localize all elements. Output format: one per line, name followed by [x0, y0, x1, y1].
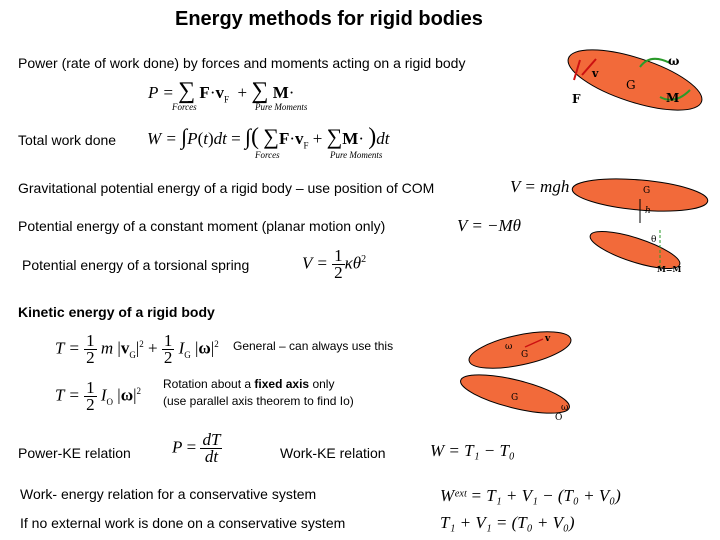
h-label: h [645, 206, 651, 216]
G-label: G [626, 78, 636, 92]
work-energy-cons-label: Work- energy relation for a conservative… [20, 486, 317, 502]
moment-body-figure: θ M=M [589, 230, 682, 274]
F-label: F [572, 92, 581, 106]
force-arrow [573, 59, 581, 81]
grav-pe-description: Gravitational potential energy of a rigi… [18, 180, 435, 196]
torsion-lhs: V = [302, 253, 328, 273]
work-ke-label: Work-KE relation [280, 445, 386, 461]
fixed-omega-label: ω [561, 403, 568, 413]
work-lhs: W = [147, 129, 177, 148]
fixed-O-label: O [555, 413, 562, 423]
moment-pe-description: Potential energy of a constant moment (p… [18, 218, 386, 234]
work-forces-subscript: Forces [255, 150, 280, 160]
power-equation: P = ∑ F·vF + ∑ M· [148, 78, 295, 105]
ke-general-figure: v ω G [468, 331, 572, 369]
vF-label: v [591, 67, 599, 80]
ke-omega-label: ω [505, 342, 512, 352]
torsion-pe-description: Potential energy of a torsional spring [22, 257, 250, 273]
work-pure-moments-subscript: Pure Moments [330, 150, 383, 160]
omega-label: ω [668, 54, 679, 68]
work-energy-cons-equation: Wᵉˣᵗ = T₁ + V₁ − (T₀ + V₀) [440, 486, 621, 505]
power-ke-label-text: Power-KE relation [18, 445, 131, 461]
M-label: M [666, 91, 679, 105]
ke-fixed-note-2: (use parallel axis theorem to find Io) [163, 394, 354, 408]
ke-fixed-figure: G ω O [460, 374, 570, 423]
total-work-description: Total work done [18, 132, 117, 148]
moment-arrow [659, 89, 691, 101]
power-description: Power (rate of work done) by forces and … [18, 55, 466, 71]
ke-fixed-ellipse [460, 374, 570, 414]
omega-arrow [639, 57, 671, 68]
pure-moments-subscript: Pure Moments [255, 102, 308, 112]
ke-heading: Kinetic energy of a rigid body [18, 304, 215, 320]
total-work-equation: W = ∫P(t)dt = ∫( ∑F·vF + ∑M· )dt [147, 124, 390, 151]
ke-fixed-note-1a: Rotation about a [163, 377, 255, 391]
moment-body-ellipse [589, 231, 681, 269]
grav-pe-equation: V = mgh [510, 177, 570, 196]
ke-general-ellipse [468, 331, 572, 369]
no-external-label: If no external work is done on a conserv… [20, 515, 346, 531]
moment-M-label: M=M [657, 264, 682, 274]
ke-fixed-lhs: T = [55, 385, 80, 405]
ke-vG-label: v [544, 334, 551, 344]
rigid-body-figure: ω v F G M [567, 49, 703, 111]
forces-subscript: Forces [172, 102, 197, 112]
grav-G-label: G [643, 186, 650, 196]
ke-general-note: General – can always use this [233, 339, 394, 353]
rigid-body-ellipse [567, 49, 703, 111]
vG-arrow [524, 338, 544, 348]
ke-fixed-note-1: Rotation about a fixed axis only [163, 377, 334, 391]
ke-fixed-note-1b: fixed axis [254, 377, 310, 391]
ke-lhs: T = [55, 338, 80, 358]
velocity-arrow [581, 58, 597, 76]
moment-pe-equation: V = −Mθ [457, 216, 522, 235]
page-title: Energy methods for rigid bodies [175, 8, 483, 30]
power-lhs: P = [148, 83, 174, 102]
theta-label: θ [651, 235, 656, 245]
no-external-equation: T₁ + V₁ = (T₀ + V₀) [440, 513, 575, 532]
ke-fixed-note-1c: only [309, 377, 335, 391]
grav-body-ellipse [571, 178, 709, 212]
fixed-G-label: G [511, 393, 518, 403]
work-ke-equation: W = T₁ − T₀ [430, 441, 515, 460]
ke-G-label: G [521, 350, 528, 360]
grav-body-figure: G h [571, 178, 709, 223]
